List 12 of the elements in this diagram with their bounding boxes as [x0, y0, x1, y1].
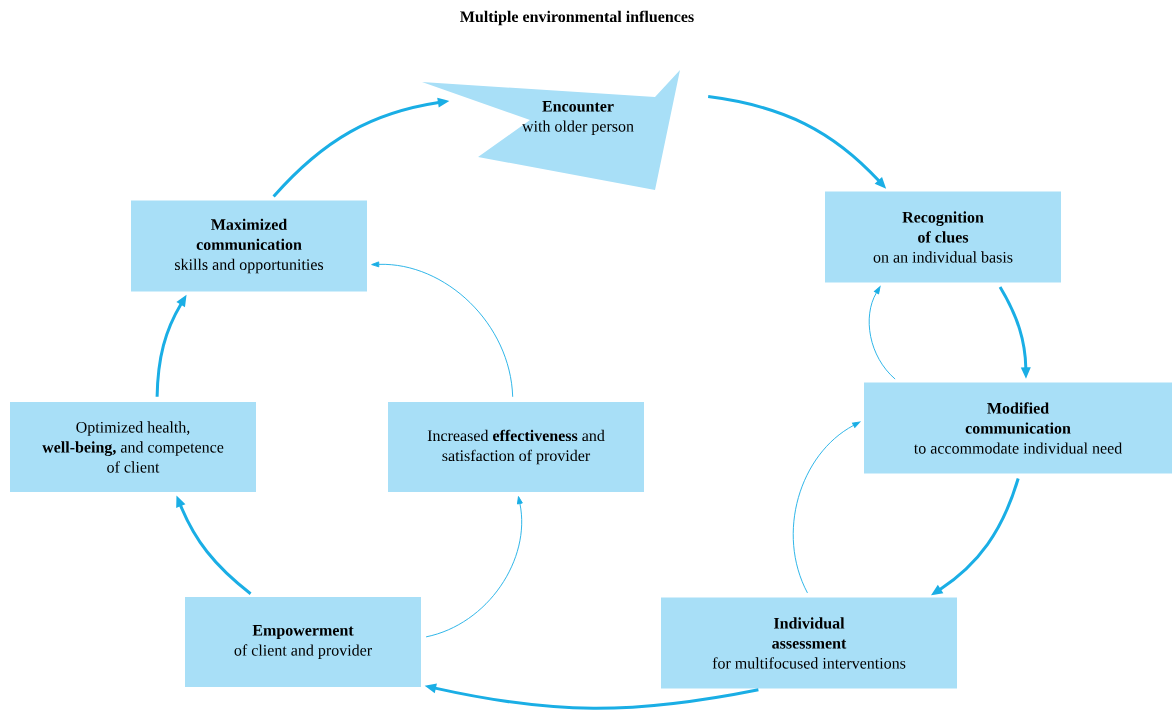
process-box: Individual assessment for multifocused interventions: [661, 597, 957, 689]
arrow: [792, 421, 861, 594]
process-box: Recognition of clues on an individual basis: [825, 191, 1061, 283]
process-box: Modified communication to accommodate individual need: [864, 382, 1172, 474]
arrow: [371, 261, 514, 398]
process-box: Optimized health, well-being, and competence of client: [10, 402, 256, 492]
arrow: [425, 496, 523, 638]
process-box: Increased effectiveness and satisfaction of provider: [388, 402, 644, 492]
process-box: Empowerment of client and provider: [185, 597, 421, 687]
process-box: Maximized communication skills and opportunities: [131, 200, 367, 292]
title: Multiple environmental influences: [460, 10, 694, 26]
arrow: [868, 286, 896, 380]
